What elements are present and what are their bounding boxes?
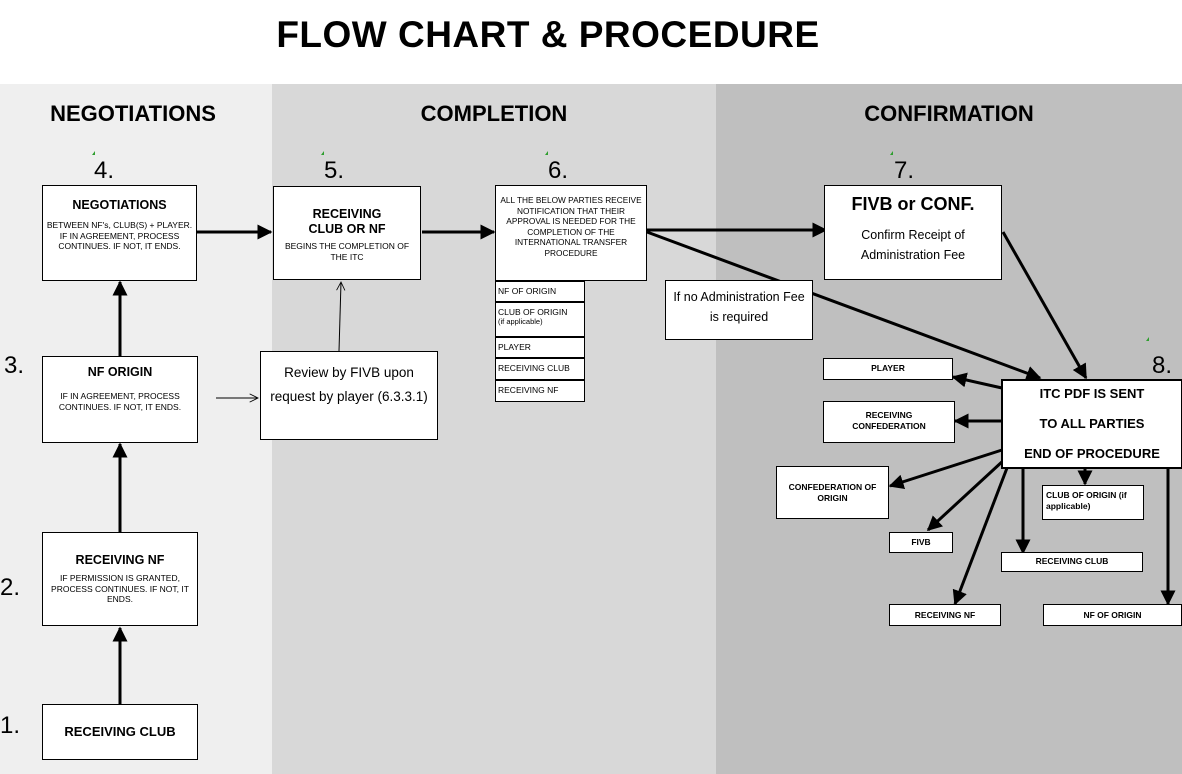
receiving-club-box: RECEIVING CLUB [42,704,198,760]
no-fee-text: If no Administration Fee is required [673,290,805,324]
party-nf-origin: NF OF ORIGIN [495,281,585,302]
recipient-receiving-club: RECEIVING CLUB [1001,552,1143,572]
step-number-7: 7. [894,157,915,184]
step-number-1: 1. [0,712,21,739]
step-number-4: 4. [94,157,115,184]
step-marker [321,151,324,155]
nf-origin-desc: IF IN AGREEMENT, PROCESS CONTINUES. IF N… [58,391,182,412]
negotiations-desc: BETWEEN NF's, CLUB(S) + PLAYER. IF IN AG… [46,220,193,251]
recipient-receiving-nf: RECEIVING NF [889,604,1001,626]
party-club-origin-note: (if applicable) [498,317,543,326]
fivb-conf-title: FIVB or CONF. [851,194,975,214]
review-fivb-text: Review by FIVB upon request by player (6… [270,365,428,404]
notification-box: ALL THE BELOW PARTIES RECEIVE NOTIFICATI… [495,185,647,281]
step-number-6: 6. [548,157,569,184]
party-receiving-club: RECEIVING CLUB [495,358,585,380]
no-fee-note: If no Administration Fee is required [665,280,813,340]
receiving-club-nf-box: RECEIVING CLUB OR NF BEGINS THE COMPLETI… [273,186,421,280]
itc-line-1: ITC PDF IS SENT [1039,386,1145,401]
step-marker [1146,337,1149,341]
arrow-itc-to-fivb [926,458,1006,532]
step-number-8: 8. [1152,352,1173,379]
section-title-confirmation: CONFIRMATION [864,101,1034,126]
party-player: PLAYER [495,337,585,358]
recipient-club-origin: CLUB OF ORIGIN (if applicable) [1042,485,1144,520]
step-marker [92,151,95,155]
receiving-club-nf-title: RECEIVING CLUB OR NF [308,207,386,236]
party-club-origin: CLUB OF ORIGIN (if applicable) [495,302,585,337]
recipient-player: PLAYER [823,358,953,380]
arrow-itc-to-receiving-nf [952,467,1009,606]
itc-line-2: TO ALL PARTIES [1039,416,1145,431]
notification-text: ALL THE BELOW PARTIES RECEIVE NOTIFICATI… [500,195,642,258]
review-fivb-box: Review by FIVB upon request by player (6… [260,351,438,440]
nf-origin-box: NF ORIGIN IF IN AGREEMENT, PROCESS CONTI… [42,356,198,443]
step-number-2: 2. [0,574,21,601]
itc-line-3: END OF PROCEDURE [1024,446,1160,461]
negotiations-title: NEGOTIATIONS [72,198,167,212]
party-club-origin-label: CLUB OF ORIGIN [498,307,568,317]
recipient-fivb: FIVB [889,532,953,553]
arrow-itc-to-confederation-origin [888,448,1003,490]
arrow-review-to-completion [339,282,341,352]
arrow-notification-to-itc [646,230,1042,381]
receiving-club-title: RECEIVING CLUB [64,724,176,739]
party-receiving-nf: RECEIVING NF [495,380,585,402]
step-marker [545,151,548,155]
page-title: FLOW CHART & PROCEDURE [276,14,820,55]
recipient-receiving-confederation: RECEIVING CONFEDERATION [823,401,955,443]
section-title-completion: COMPLETION [420,101,568,126]
arrow-fivb-to-itc [1001,231,1088,380]
itc-box: ITC PDF IS SENT TO ALL PARTIES END OF PR… [1001,379,1182,469]
step-number-5: 5. [324,157,345,184]
receiving-nf-box: RECEIVING NF IF PERMISSION IS GRANTED, P… [42,532,198,626]
recipient-confederation-origin: CONFEDERATION OF ORIGIN [776,466,889,519]
nf-origin-title: NF ORIGIN [87,365,153,379]
receiving-nf-desc: IF PERMISSION IS GRANTED, PROCESS CONTIN… [51,573,189,604]
step-marker [890,151,893,155]
recipient-nf-origin: NF OF ORIGIN [1043,604,1182,626]
receiving-club-nf-desc: BEGINS THE COMPLETION OF THE ITC [284,241,410,262]
step-number-3: 3. [4,352,25,379]
fivb-conf-box: FIVB or CONF. Confirm Receipt of Adminis… [824,185,1002,280]
negotiations-box: NEGOTIATIONS BETWEEN NF's, CLUB(S) + PLA… [42,185,197,281]
receiving-nf-title: RECEIVING NF [75,553,165,567]
arrow-itc-to-player [951,372,1003,390]
fivb-conf-desc: Confirm Receipt of Administration Fee [860,228,966,262]
section-title-negotiations: NEGOTIATIONS [50,101,216,126]
